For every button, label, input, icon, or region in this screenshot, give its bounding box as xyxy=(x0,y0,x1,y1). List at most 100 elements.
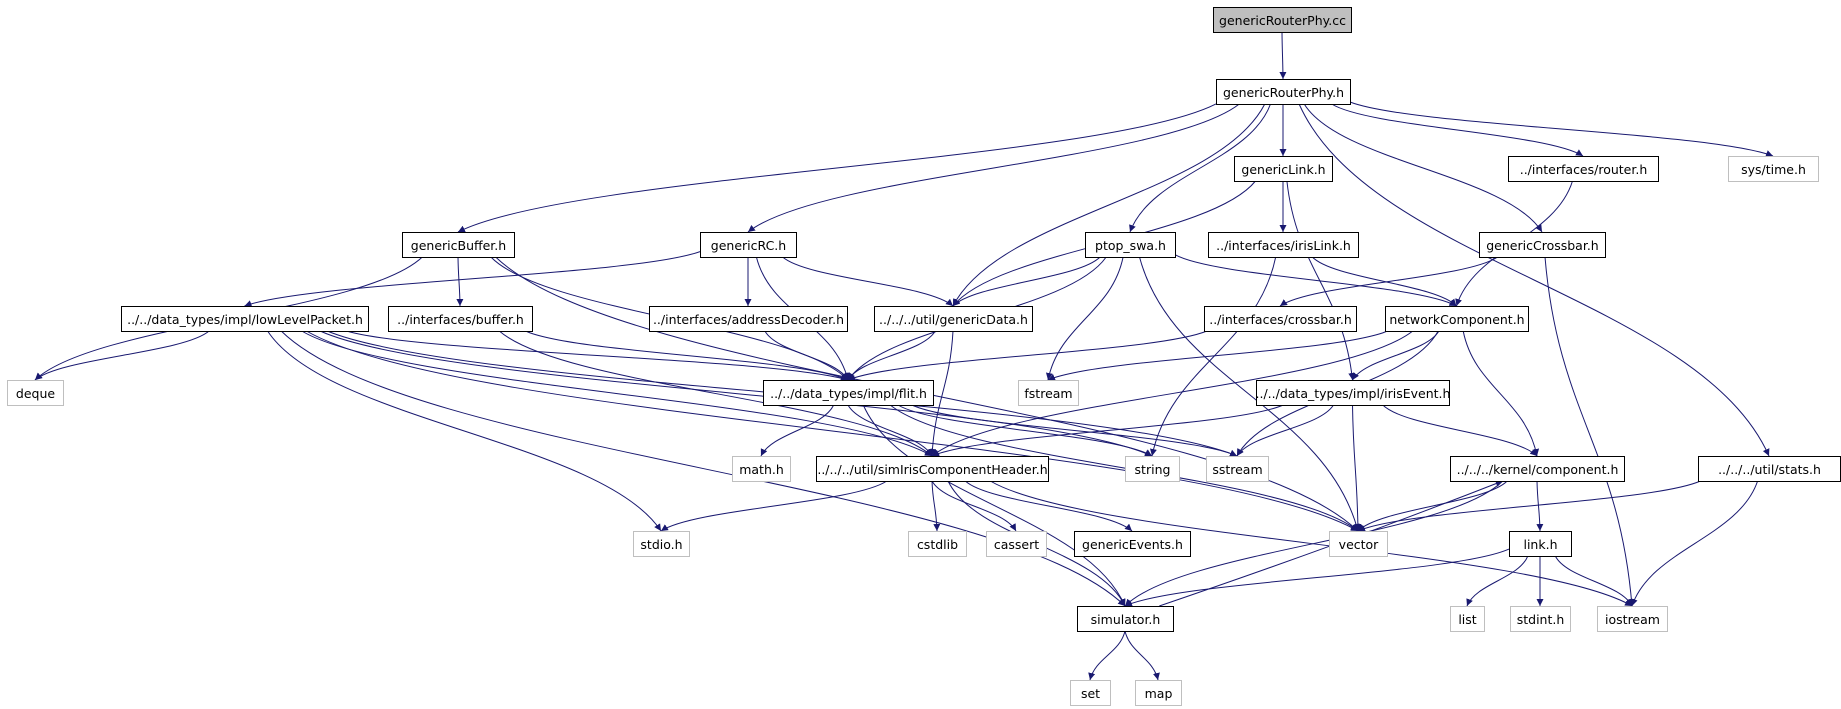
node-box xyxy=(388,306,533,332)
node-label: genericBuffer.h xyxy=(411,238,506,253)
edge-kernel_component_h-to-vector xyxy=(1357,480,1508,532)
edge-genericRouterPhy_h-to-sys_time_h xyxy=(1349,101,1774,157)
node-label: map xyxy=(1145,686,1173,701)
edge-genericRouterPhy_h-to-util_stats_h xyxy=(1298,103,1770,457)
node-box xyxy=(1450,456,1625,482)
node-box xyxy=(649,306,848,332)
edge-lowLevelPacket_h-to-simulator_h xyxy=(280,330,1126,607)
node-cstdlib: cstdlib xyxy=(908,531,967,557)
edge-flit_h-to-string xyxy=(897,404,1153,457)
node-simIrisComponentHeader_h[interactable]: ../../../util/simIrisComponentHeader.h xyxy=(816,456,1049,482)
node-box xyxy=(732,456,791,482)
edge-genericBuffer_h-to-interfaces_buffer_h xyxy=(456,256,464,307)
node-link_h[interactable]: link.h xyxy=(1509,531,1572,557)
node-flit_h[interactable]: ../../data_types/impl/flit.h xyxy=(763,380,934,406)
edge-lowLevelPacket_h-to-deque xyxy=(34,330,210,381)
node-box xyxy=(633,531,690,557)
edge-genericRouterPhy_h-to-genericBuffer_h xyxy=(457,103,1217,233)
node-cassert: cassert xyxy=(986,531,1047,557)
node-box xyxy=(402,232,515,258)
edge-flit_h-to-simulator_h xyxy=(862,404,1126,607)
node-label: networkComponent.h xyxy=(1389,312,1524,327)
node-genericLink_h[interactable]: genericLink.h xyxy=(1234,156,1333,182)
node-box xyxy=(1509,531,1572,557)
node-label: genericEvents.h xyxy=(1082,537,1183,552)
edge-lowLevelPacket_h-to-flit_h xyxy=(346,330,849,382)
node-label: list xyxy=(1458,612,1476,627)
node-genericRouterPhy_h[interactable]: genericRouterPhy.h xyxy=(1216,79,1351,105)
node-stdint_h: stdint.h xyxy=(1510,606,1571,632)
node-interfaces_crossbar_h[interactable]: ../interfaces/crossbar.h xyxy=(1204,306,1357,332)
edge-interfaces_irisLink_h-to-string xyxy=(1150,256,1277,457)
node-box xyxy=(1256,380,1450,406)
edge-genericRouterPhy_h-to-util_genericData_h xyxy=(952,103,1266,307)
node-box xyxy=(1213,7,1352,33)
edge-networkComponent_h-to-irisEvent_h xyxy=(1352,330,1440,381)
edges-layer xyxy=(34,31,1774,681)
node-label: deque xyxy=(16,386,55,401)
node-label: sys/time.h xyxy=(1741,162,1806,177)
node-stdio_h: stdio.h xyxy=(633,531,690,557)
node-label: ../../data_types/impl/irisEvent.h xyxy=(1256,386,1451,401)
node-lowLevelPacket_h[interactable]: ../../data_types/impl/lowLevelPacket.h xyxy=(121,306,369,332)
node-label: ../../../util/genericData.h xyxy=(879,312,1028,327)
node-label: ../interfaces/router.h xyxy=(1520,162,1648,177)
node-genericCrossbar_h[interactable]: genericCrossbar.h xyxy=(1479,232,1606,258)
node-interfaces_buffer_h[interactable]: ../interfaces/buffer.h xyxy=(388,306,533,332)
edge-interfaces_irisLink_h-to-networkComponent_h xyxy=(1311,256,1457,307)
edge-link_h-to-iostream xyxy=(1554,555,1633,607)
node-label: genericLink.h xyxy=(1241,162,1325,177)
edge-genericCrossbar_h-to-interfaces_crossbar_h xyxy=(1279,256,1498,307)
edge-genericRouterPhy_h-to-ptop_swa_h xyxy=(1129,103,1271,233)
node-deque: deque xyxy=(7,380,64,406)
node-box xyxy=(763,380,934,406)
node-genericBuffer_h[interactable]: genericBuffer.h xyxy=(402,232,515,258)
edge-flit_h-to-vector xyxy=(889,404,1359,532)
node-box xyxy=(1698,456,1841,482)
edge-irisEvent_h-to-sstream xyxy=(1236,404,1334,457)
edge-genericRC_h-to-lowLevelPacket_h xyxy=(244,251,701,307)
node-set: set xyxy=(1070,680,1111,706)
node-networkComponent_h[interactable]: networkComponent.h xyxy=(1385,306,1529,332)
node-box xyxy=(1018,380,1079,406)
node-label: cstdlib xyxy=(917,537,958,552)
edge-genericRC_h-to-util_genericData_h xyxy=(782,256,954,307)
node-box xyxy=(1070,680,1111,706)
node-interfaces_router_h[interactable]: ../interfaces/router.h xyxy=(1508,156,1659,182)
edge-kernel_component_h-to-simulator_h xyxy=(1124,480,1504,607)
node-genericRC_h[interactable]: genericRC.h xyxy=(700,232,797,258)
node-box xyxy=(1206,456,1269,482)
node-util_stats_h[interactable]: ../../../util/stats.h xyxy=(1698,456,1841,482)
node-simulator_h[interactable]: simulator.h xyxy=(1077,606,1174,632)
node-interfaces_addressDecoder_h[interactable]: ../interfaces/addressDecoder.h xyxy=(649,306,848,332)
node-box xyxy=(121,306,369,332)
node-genericRouterPhy_cc[interactable]: genericRouterPhy.cc xyxy=(1213,7,1352,33)
nodes-layer: genericRouterPhy.cc genericRouterPhy.h gen… xyxy=(7,7,1841,706)
node-label: link.h xyxy=(1523,537,1557,552)
node-label: fstream xyxy=(1024,386,1072,401)
node-label: ../../data_types/impl/lowLevelPacket.h xyxy=(127,312,363,327)
node-irisEvent_h[interactable]: ../../data_types/impl/irisEvent.h xyxy=(1256,380,1451,406)
edge-lowLevelPacket_h-to-vector xyxy=(306,330,1359,532)
edge-simIrisComponentHeader_h-to-iostream xyxy=(990,480,1633,607)
node-label: genericRC.h xyxy=(711,238,786,253)
node-label: iostream xyxy=(1605,612,1660,627)
node-genericEvents_h[interactable]: genericEvents.h xyxy=(1074,531,1191,557)
node-math_h: math.h xyxy=(732,456,791,482)
node-label: set xyxy=(1081,686,1100,701)
edge-kernel_component_h-to-link_h xyxy=(1536,480,1544,532)
node-ptop_swa_h[interactable]: ptop_swa.h xyxy=(1085,232,1176,258)
node-label: ../../../kernel/component.h xyxy=(1457,462,1619,477)
edge-genericRouterPhy_cc-to-genericRouterPhy_h xyxy=(1279,31,1287,80)
node-kernel_component_h[interactable]: ../../../kernel/component.h xyxy=(1450,456,1625,482)
edge-simulator_h-to-set xyxy=(1088,630,1126,681)
edge-simIrisComponentHeader_h-to-cassert xyxy=(931,480,1017,532)
node-string: string xyxy=(1125,456,1180,482)
node-label: genericCrossbar.h xyxy=(1486,238,1598,253)
node-interfaces_irisLink_h[interactable]: ../interfaces/irisLink.h xyxy=(1208,232,1359,258)
edge-networkComponent_h-to-fstream xyxy=(1047,330,1388,381)
node-label: cassert xyxy=(994,537,1039,552)
node-util_genericData_h[interactable]: ../../../util/genericData.h xyxy=(874,306,1033,332)
node-label: ptop_swa.h xyxy=(1095,238,1166,253)
node-vector: vector xyxy=(1329,531,1388,557)
